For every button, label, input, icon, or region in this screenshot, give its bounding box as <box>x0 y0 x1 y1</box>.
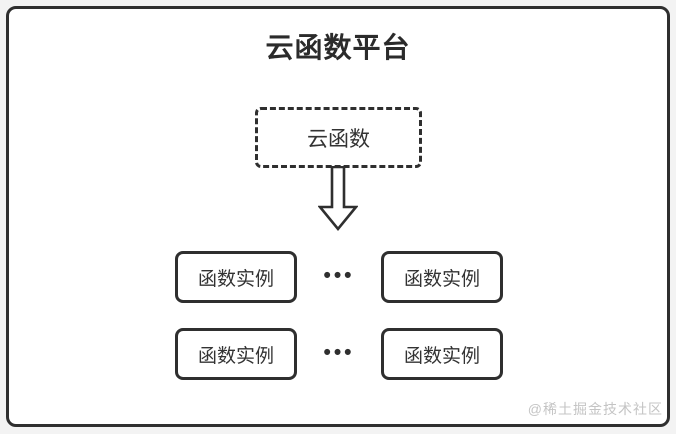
function-instance-label: 函数实例 <box>403 268 480 290</box>
function-instance-box: 函数实例 <box>175 328 297 380</box>
function-instance-label: 函数实例 <box>403 345 480 367</box>
function-instance-box: 函数实例 <box>381 251 503 303</box>
function-instance-box: 函数实例 <box>175 251 297 303</box>
function-instance-box: 函数实例 <box>381 328 503 380</box>
ellipsis-dots: ••• <box>323 264 355 287</box>
cloud-function-node: 云函数 <box>255 107 422 168</box>
watermark: @稀土掘金技术社区 <box>527 401 663 417</box>
function-instance-label: 函数实例 <box>197 268 274 290</box>
ellipsis-dots: ••• <box>323 341 355 364</box>
function-instance-label: 函数实例 <box>197 345 274 367</box>
cloud-function-label: 云函数 <box>307 127 370 151</box>
down-arrow-icon <box>318 166 358 232</box>
page-title: 云函数平台 <box>265 32 411 63</box>
